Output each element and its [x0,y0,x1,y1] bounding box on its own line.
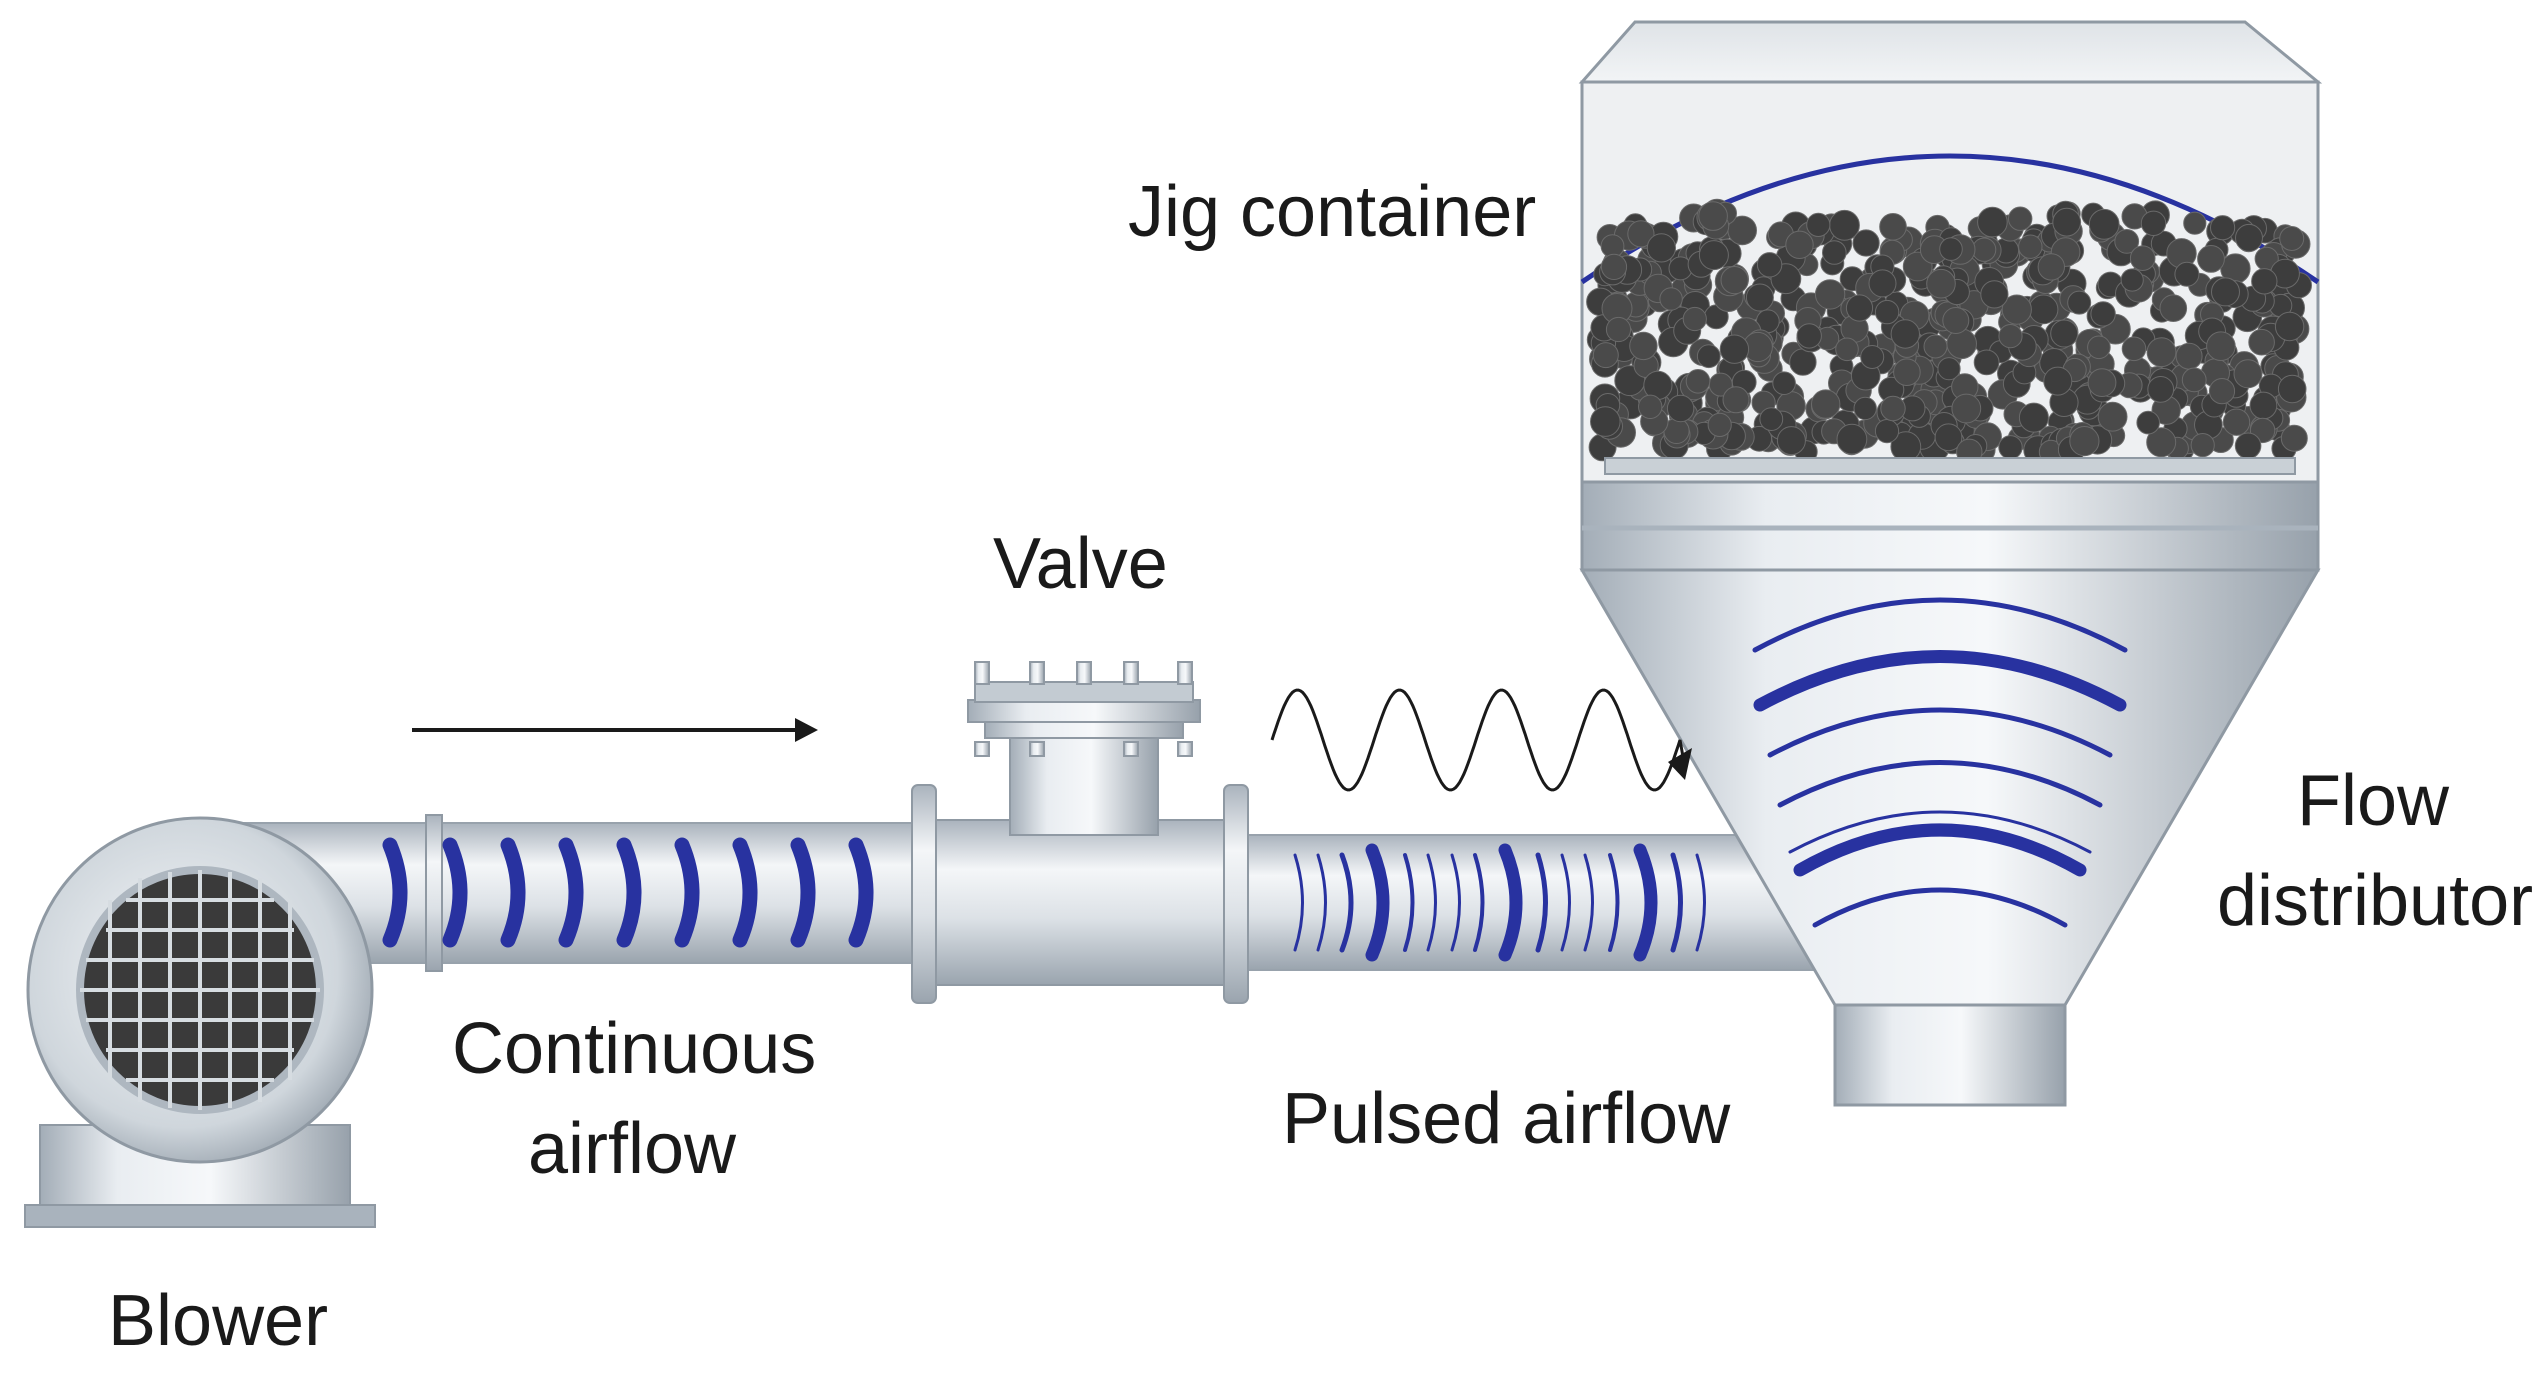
container-screen [1604,457,2296,475]
distributor-airflow-waves [1752,597,2128,928]
continuous-airflow-label-line1: Continuous [452,1009,816,1089]
jig-container [1578,20,2323,484]
pulse-wave-arrow [1270,688,1692,792]
valve [911,661,1249,1004]
valve-bolts [974,661,1193,757]
jig-container-label: Jig container [1128,172,1536,252]
continuous-airflow-waves [382,837,874,948]
blower-label: Blower [108,1281,328,1361]
blower [26,816,374,1164]
pulsed-airflow-waves [1293,843,1706,962]
flow-distributor-label-line2: distributor [2217,861,2533,941]
flow-distributor-label-line1: Flow [2297,761,2450,841]
valve-label: Valve [993,524,1168,604]
flow-distributor [1579,480,2321,1107]
pipe-coupling [425,814,443,972]
continuous-airflow-label-line2: airflow [528,1109,737,1189]
blower-grille [80,870,320,1110]
pulsed-airflow-label: Pulsed airflow [1282,1079,1731,1159]
flow-direction-arrow [412,718,818,742]
